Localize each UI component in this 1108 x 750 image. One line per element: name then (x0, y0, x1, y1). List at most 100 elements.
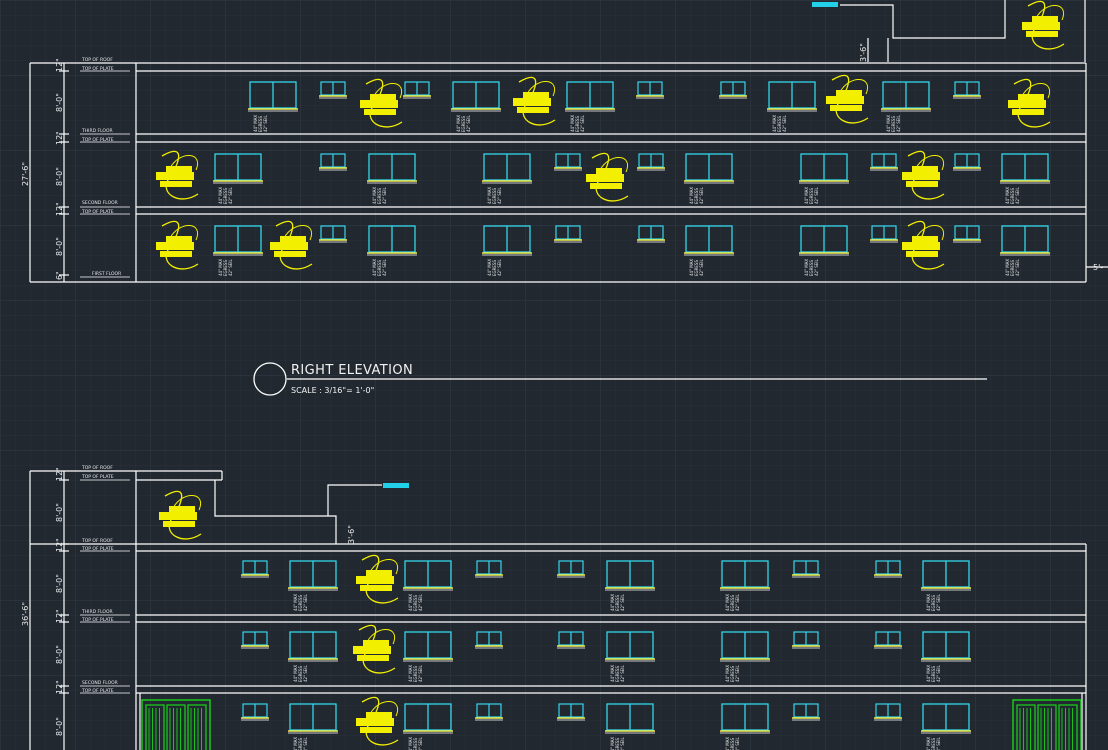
window-egress-note: 44" MAX (293, 737, 298, 750)
window-egress-note: EGRESS (730, 666, 735, 682)
window-egress-note: 42" SEIL (303, 665, 308, 682)
window-egress-note: EGRESS (931, 738, 936, 750)
window-small (557, 631, 585, 649)
window-egress-note: 44" MAX (218, 259, 223, 276)
window-egress-note: EGRESS (223, 260, 228, 276)
dim-12in: 12" (55, 680, 64, 694)
dim-floor-height: 8'-0" (55, 93, 64, 112)
window-egress-note: EGRESS (615, 595, 620, 611)
hatch-symbol-icon (1022, 0, 1065, 50)
level-top-of-plate: TOP OF PLATE (81, 209, 114, 215)
hatch-symbol-icon (586, 152, 629, 202)
hatch-symbol-icon (902, 150, 945, 200)
hatch-symbol-icon (159, 490, 202, 540)
window-egress-note: 44" MAX (725, 737, 730, 750)
window-small (241, 560, 269, 578)
window-egress-note: 42" SEIL (1015, 187, 1020, 204)
window-egress-note: 44" MAX (293, 665, 298, 682)
window-small (953, 225, 981, 243)
window-egress-note: EGRESS (461, 116, 466, 132)
window-egress-note: 42" SEIL (580, 115, 585, 132)
window-egress-note: EGRESS (809, 188, 814, 204)
dim-6in: 6" (55, 271, 64, 280)
window-egress-note: 42" SEIL (303, 737, 308, 750)
window-egress-note: 42" SEIL (382, 259, 387, 276)
hatch-symbol-icon (1008, 78, 1051, 128)
window-egress-note: 44" MAX (372, 187, 377, 204)
window-egress-note: 44" MAX (408, 737, 413, 750)
dim-12in: 12" (55, 609, 64, 623)
window-small (557, 703, 585, 721)
window-egress-note: 44" MAX (610, 737, 615, 750)
view-scale: SCALE : 3/16"= 1'-0" (291, 386, 374, 395)
dim-right-edge: 5'- (1093, 263, 1103, 272)
window-egress-note: 42" SEIL (896, 115, 901, 132)
window-egress-note: 44" MAX (372, 259, 377, 276)
window-small (637, 153, 665, 171)
window-egress-note: 44" MAX (926, 737, 931, 750)
double-door-icon (1012, 699, 1082, 750)
section-circle-icon (253, 362, 287, 396)
hatch-symbol-icon (270, 220, 313, 270)
window-egress-note: 42" SEIL (735, 594, 740, 611)
window-egress-note: EGRESS (298, 666, 303, 682)
hatch-symbol-icon (513, 76, 556, 126)
window-egress-note: EGRESS (377, 188, 382, 204)
level-third-floor: THIRD FLOOR (81, 128, 113, 134)
hatch-symbol-icon (156, 220, 199, 270)
window-egress-note: EGRESS (575, 116, 580, 132)
window-small (874, 703, 902, 721)
window-egress-note: 42" SEIL (936, 665, 941, 682)
window-egress-note: 44" MAX (804, 187, 809, 204)
window-small (792, 631, 820, 649)
symbols-layer (156, 0, 1065, 746)
window-small (319, 153, 347, 171)
dim-12in: 12" (55, 58, 64, 72)
window-egress-note: 44" MAX (926, 594, 931, 611)
window-small (554, 153, 582, 171)
hatch-symbol-icon (353, 624, 396, 674)
window-egress-note: 42" SEIL (228, 187, 233, 204)
marker-icon (383, 483, 409, 488)
window-egress-note: EGRESS (413, 595, 418, 611)
dim-floor-height: 8'-0" (55, 167, 64, 186)
level-top-of-roof: TOP OF ROOF (81, 538, 113, 544)
window-egress-note: 44" MAX (1005, 259, 1010, 276)
level-leaders-upper (80, 62, 130, 278)
dim-floor-height: 8'-0" (55, 717, 64, 736)
window-egress-note: EGRESS (1010, 260, 1015, 276)
window-egress-note: 44" MAX (408, 665, 413, 682)
window-egress-note: 44" MAX (570, 115, 575, 132)
window-egress-note: EGRESS (809, 260, 814, 276)
level-first-floor: FIRST FLOOR (92, 271, 121, 277)
window-small (792, 560, 820, 578)
window-egress-note: EGRESS (730, 738, 735, 750)
hatch-symbol-icon (356, 554, 399, 604)
window-egress-note: EGRESS (931, 595, 936, 611)
window-egress-note: 42" SEIL (735, 665, 740, 682)
window-egress-note: EGRESS (730, 595, 735, 611)
window-egress-note: 42" SEIL (936, 594, 941, 611)
window-egress-note: 42" SEIL (382, 187, 387, 204)
window-egress-note: 44" MAX (689, 259, 694, 276)
window-egress-note: 42" SEIL (936, 737, 941, 750)
window-egress-note: 44" MAX (487, 259, 492, 276)
